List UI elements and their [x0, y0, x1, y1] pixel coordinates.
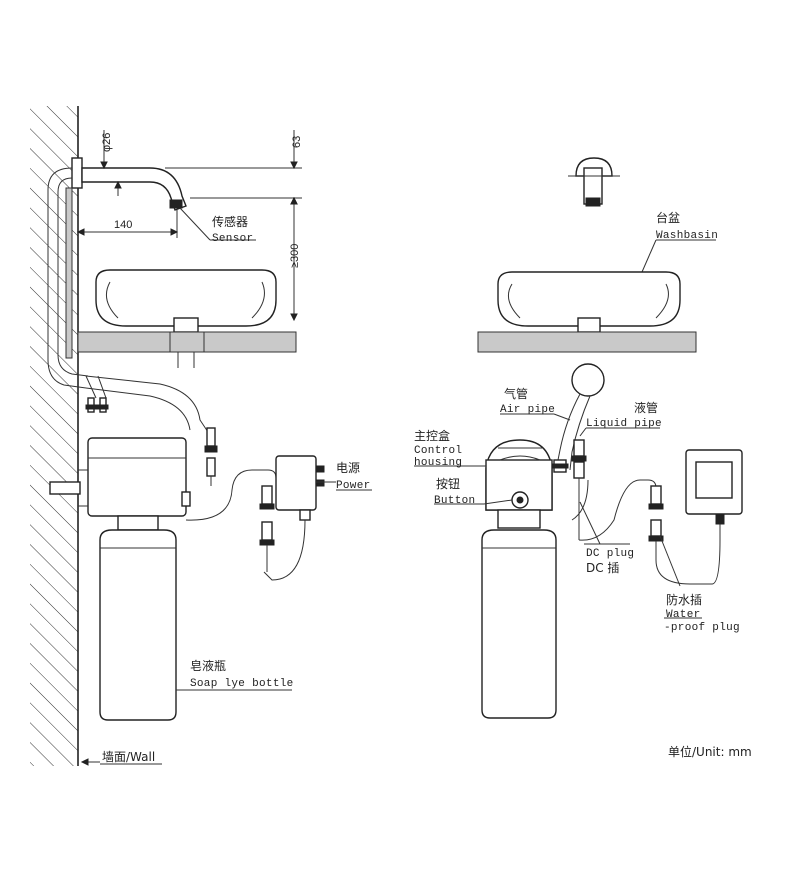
control-label-en-1: Control: [414, 445, 462, 457]
liquid-pipe-label-en: Liquid pipe: [586, 418, 662, 430]
waterproof-label-cn: 防水插: [666, 592, 702, 607]
dimension-pipe-diameter: φ26: [100, 130, 122, 196]
soap-bottle-left: [99, 515, 177, 721]
unit-note: 单位/Unit: mm: [668, 744, 752, 759]
spout-height-label: 63: [291, 136, 303, 148]
spout-reach-label: 140: [114, 219, 132, 231]
power-supply-box: [685, 449, 743, 525]
waterproof-callout: 防水插 Water -proof plug: [659, 535, 740, 634]
faucet-spout: [71, 157, 187, 211]
right-installation-view: 台盆 Washbasin 气管 Air pipe: [414, 157, 752, 759]
soap-bottle-right: [481, 509, 557, 719]
washbasin: [95, 269, 277, 333]
dimension-spout-reach: 140: [76, 210, 179, 238]
dc-plug-callout: DC plug DC 插: [579, 501, 634, 575]
sensor-label-cn: 传感器: [212, 214, 248, 229]
liquid-pipe-label-cn: 液管: [634, 400, 658, 415]
dc-connectors-right: [571, 439, 587, 540]
tubes-right: [555, 393, 591, 521]
wall-label: 墙面/Wall: [102, 750, 155, 764]
sensor-cable-connector: [204, 427, 218, 486]
waterproof-cable: [578, 479, 721, 585]
wall-callout: 墙面/Wall: [80, 750, 162, 766]
bottle-callout: 皂液瓶 Soap lye bottle: [176, 658, 294, 691]
air-bulb: [571, 363, 605, 397]
dc-plug-label-cn: DC 插: [586, 561, 619, 575]
tubes-left: [85, 375, 209, 433]
left-installation-view: φ26 63 ≥300 140: [30, 106, 372, 766]
power-adapter: [185, 455, 325, 581]
clearance-label: ≥300: [289, 244, 301, 268]
control-housing-callout: 主控盒 Control housing: [414, 428, 486, 469]
button-label-en: Button: [434, 495, 475, 507]
washbasin-label-en: Washbasin: [656, 230, 718, 242]
supply-pipe: [47, 167, 89, 389]
waterproof-label-en-1: Water: [666, 609, 701, 621]
liquid-pipe-callout: 液管 Liquid pipe: [579, 400, 662, 437]
sensor-label-en: Sensor: [212, 233, 253, 245]
air-pipe-callout: 气管 Air pipe: [500, 386, 571, 421]
air-pipe-label-en: Air pipe: [500, 404, 555, 416]
countertop-right: [477, 331, 697, 353]
pipe-diameter-label: φ26: [101, 133, 113, 152]
control-housing-left: [49, 437, 191, 517]
dimension-spout-height: 63: [165, 130, 303, 205]
dimension-clearance: ≥300: [289, 196, 301, 322]
control-housing-right: [485, 439, 569, 511]
washbasin-callout: 台盆 Washbasin: [641, 210, 718, 273]
bottle-label-en: Soap lye bottle: [190, 678, 294, 690]
button-label-cn: 按钮: [436, 476, 460, 491]
power-label-en: Power: [336, 480, 371, 492]
power-label-cn: 电源: [336, 461, 360, 475]
power-callout: 电源 Power: [316, 461, 372, 492]
button-callout: 按钮 Button: [434, 476, 513, 507]
air-pipe-label-cn: 气管: [504, 386, 528, 401]
waterproof-label-en-2: -proof plug: [664, 622, 740, 634]
bottle-label-cn: 皂液瓶: [190, 658, 226, 673]
countertop: [77, 331, 297, 368]
dc-plug-label-en: DC plug: [586, 548, 634, 560]
control-label-cn: 主控盒: [414, 428, 450, 443]
faucet-front-view: [568, 157, 620, 207]
sensor-callout: 传感器 Sensor: [179, 207, 256, 245]
control-label-en-2: housing: [414, 457, 462, 469]
washbasin-label-cn: 台盆: [656, 210, 680, 225]
washbasin-right: [497, 271, 681, 333]
